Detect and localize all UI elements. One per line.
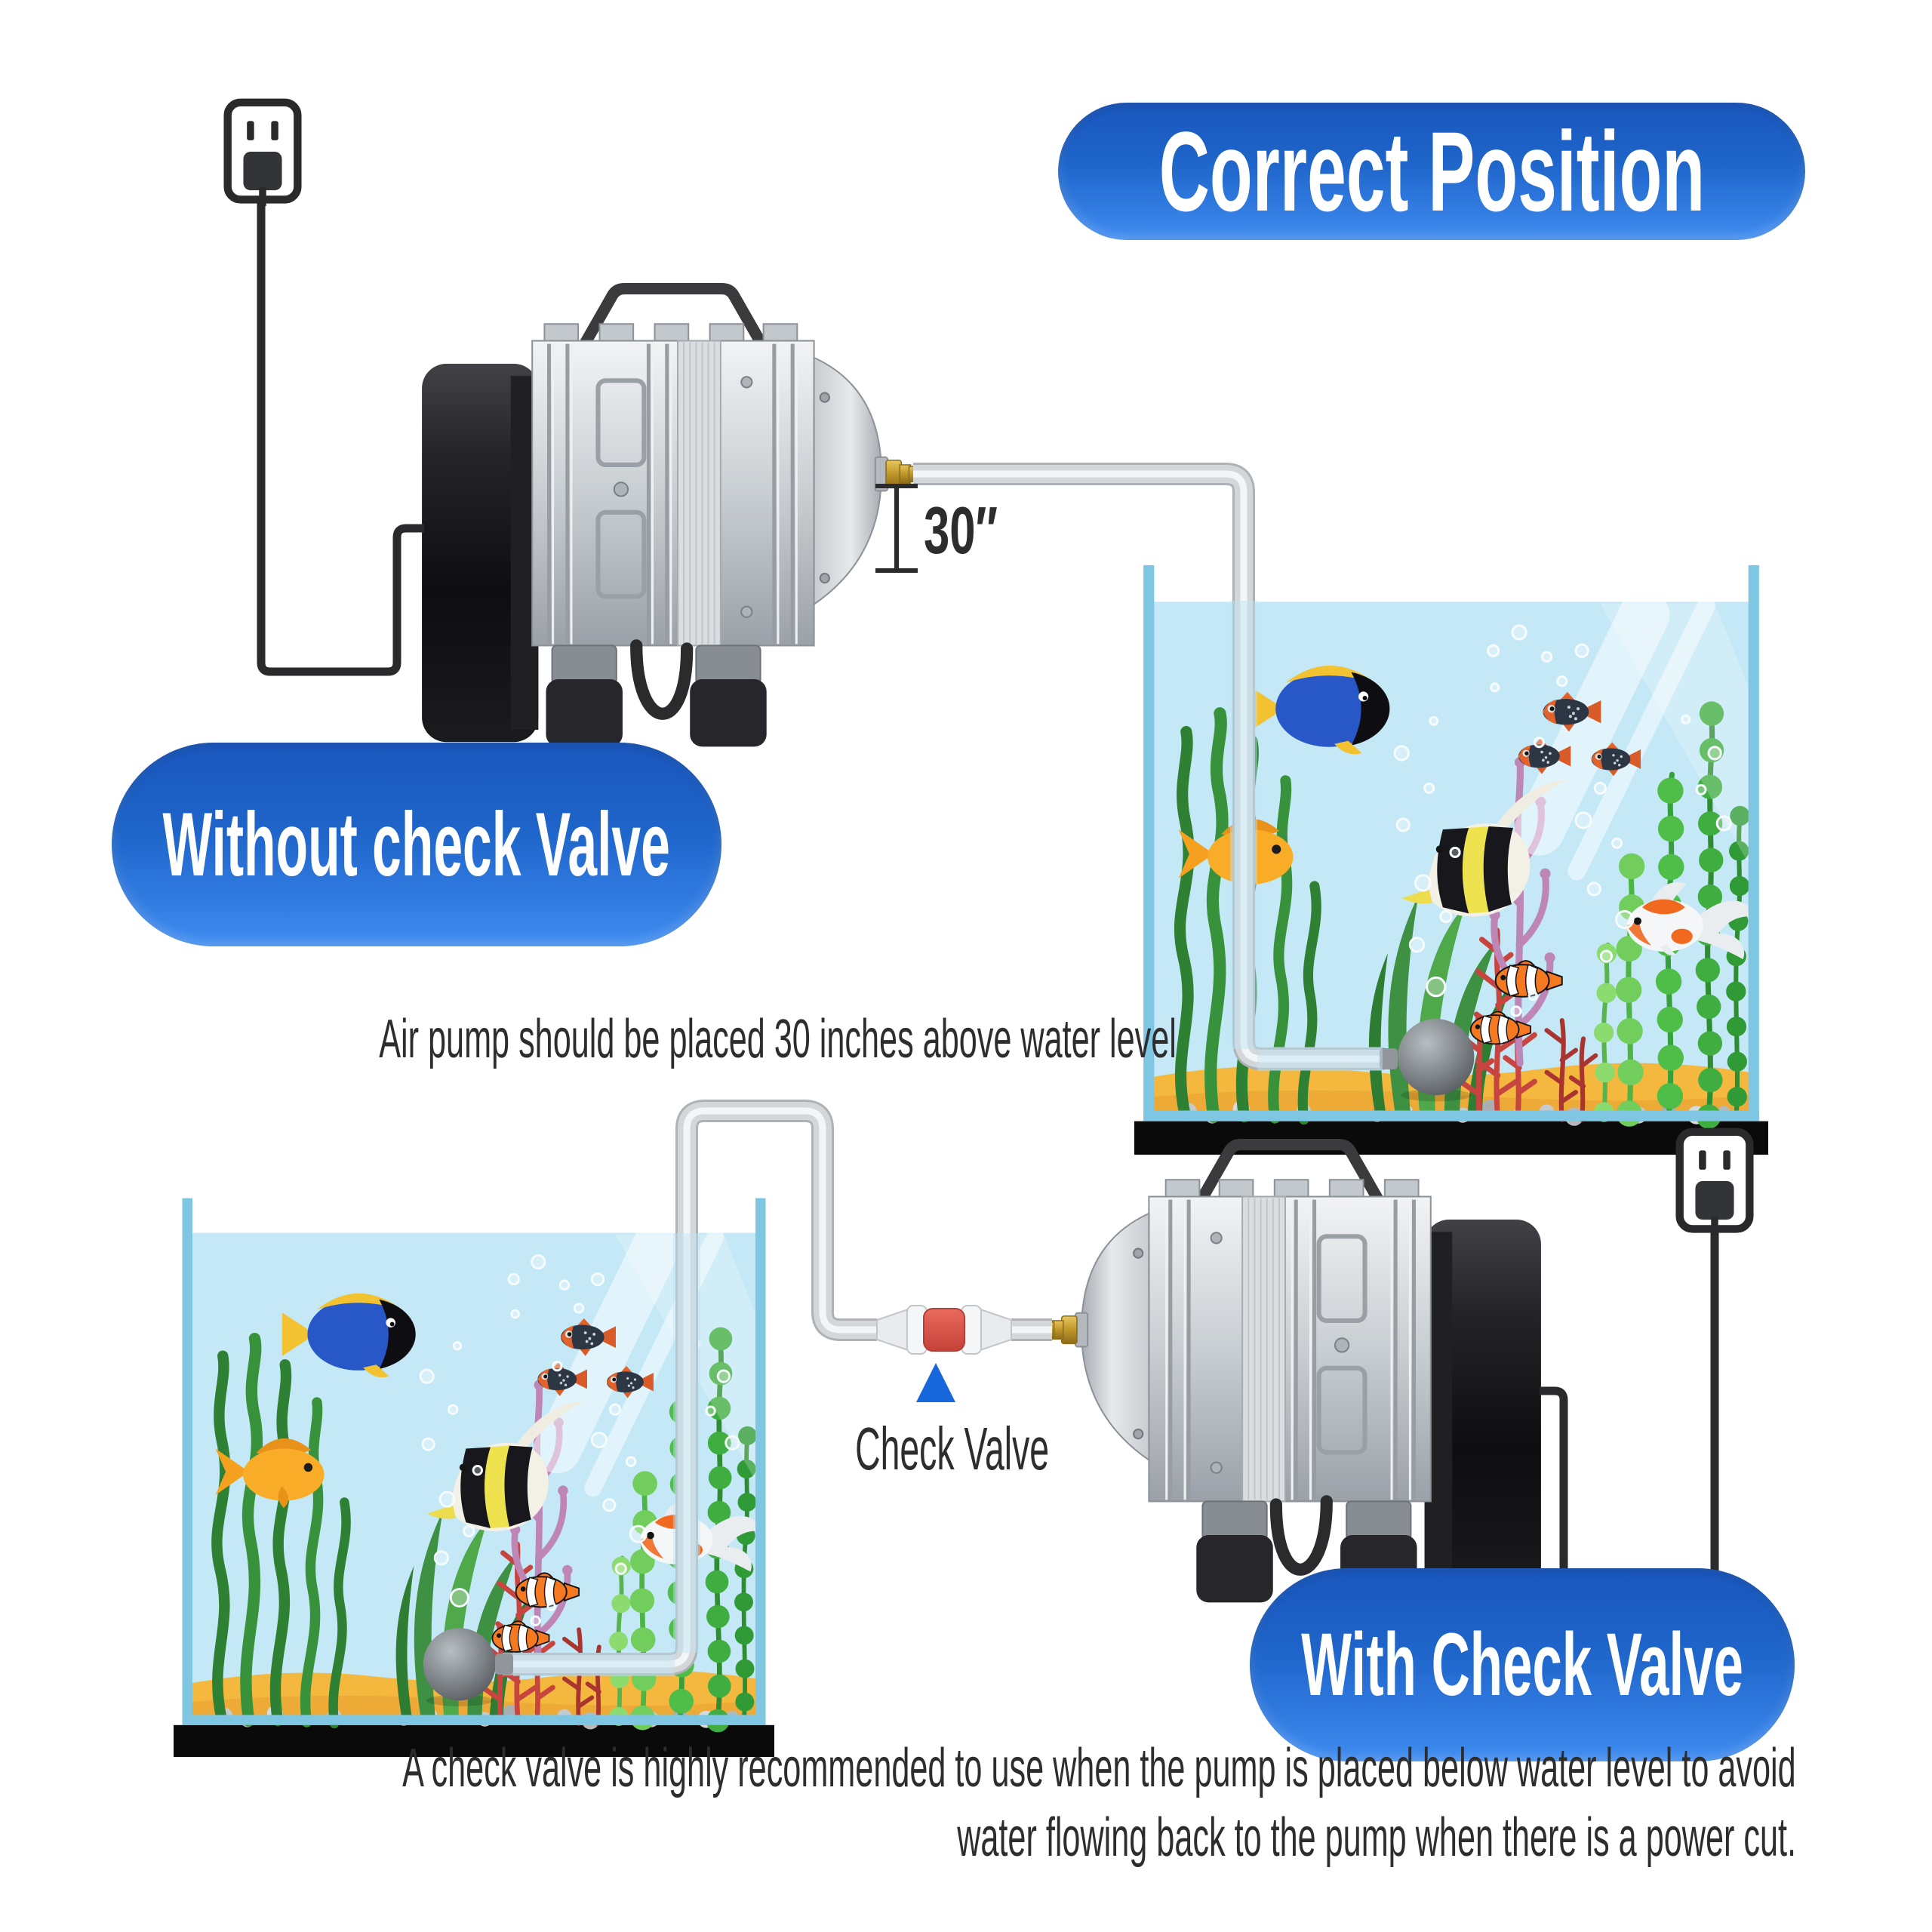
with-check-valve-badge: With Check Valve	[1250, 1568, 1795, 1761]
with-caption-line2: water flowing back to the pump when ther…	[398, 1807, 1796, 1869]
without-caption-text: Air pump should be placed 30 inches abov…	[379, 1009, 1177, 1069]
title-badge-label: Correct Position	[1158, 107, 1705, 235]
air-tube-bottom	[495, 1100, 1052, 1676]
title-badge: Correct Position	[1058, 103, 1805, 240]
measurement-value: 30″	[924, 493, 998, 568]
with-caption-line1: A check valve is highly recommended to u…	[0, 1737, 1796, 1799]
measurement-ibeam	[875, 484, 918, 573]
check-valve-label: Check Valve	[785, 1414, 1097, 1484]
check-valve-label-text: Check Valve	[855, 1415, 1050, 1482]
without-check-valve-label: Without check Valve	[162, 794, 671, 895]
wall-outlet-icon-top	[228, 103, 298, 206]
power-cord-top	[257, 198, 424, 676]
without-check-valve-badge: Without check Valve	[112, 743, 721, 946]
air-tube-top	[913, 463, 1398, 1071]
without-caption: Air pump should be placed 30 inches abov…	[113, 1008, 1177, 1070]
with-check-valve-label: With Check Valve	[1301, 1615, 1743, 1715]
wall-outlet-icon-bottom	[1680, 1132, 1750, 1235]
measurement-label: 30″	[924, 492, 1029, 569]
check-valve	[876, 1305, 1012, 1355]
with-caption-line1-text: A check valve is highly recommended to u…	[402, 1738, 1796, 1798]
with-caption-line2-text: water flowing back to the pump when ther…	[957, 1807, 1796, 1868]
check-valve-pointer-icon	[916, 1363, 955, 1402]
